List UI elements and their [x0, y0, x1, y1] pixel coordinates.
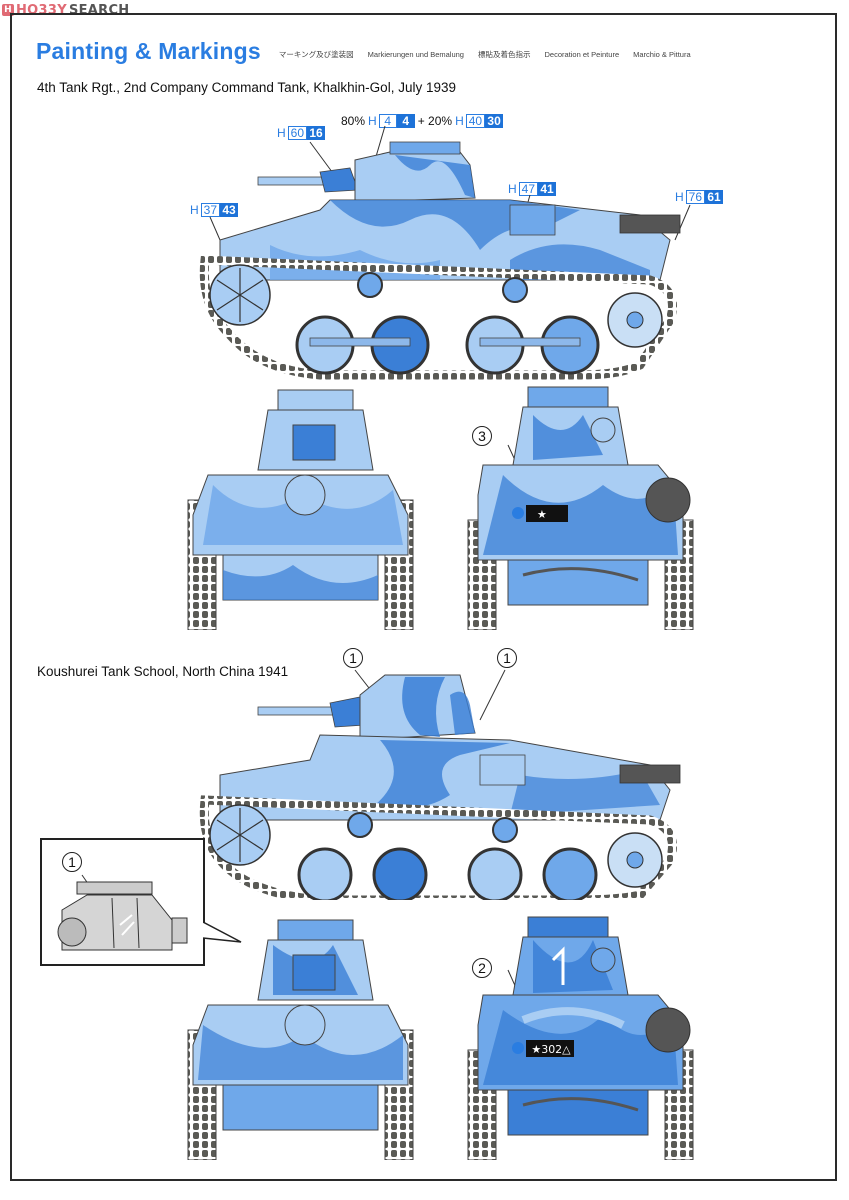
hobby-color-code: 4 [378, 114, 397, 128]
subtitle-italian: Marchio & Pittura [633, 49, 691, 59]
translated-titles: マーキング及び塗装図 Markierungen und Bemalung 標貼及… [279, 43, 691, 60]
hobby-color-code: 40 [465, 114, 486, 128]
rear-plate-star: ★ [537, 508, 547, 521]
page-frame [10, 13, 837, 1181]
color-ref-gun-mantlet: H 60 16 [277, 126, 326, 140]
tank-side-view-scheme1 [199, 125, 691, 380]
scheme2-caption: Koushurei Tank School, North China 1941 [37, 664, 289, 679]
tank-rear-view-scheme1: ★ [467, 386, 694, 630]
subtitle-french: Decoration et Peinture [544, 49, 620, 59]
subtitle-chinese: 標貼及着色指示 [477, 49, 531, 59]
mr-color-code: 4 [396, 114, 415, 128]
callout-1-turret-rear: 1 [497, 648, 517, 668]
inset-pointer [203, 921, 242, 943]
page-title: Painting & Markings [36, 37, 261, 64]
callout-1-turret-front: 1 [343, 648, 363, 668]
callout-3: 3 [472, 426, 492, 446]
subtitle-german: Markierungen und Bemalung [367, 49, 464, 59]
tank-rear-view-scheme2 [467, 916, 694, 1160]
color-ref-engine-deck: H 47 41 [508, 182, 557, 196]
color-ref-exhaust: H 76 61 [675, 190, 724, 204]
turret-detail-drawing [57, 874, 188, 951]
scheme1-caption: 4th Tank Rgt., 2nd Company Command Tank,… [37, 80, 456, 95]
callout-1-inset: 1 [62, 852, 82, 872]
mr-color-code: 30 [485, 114, 504, 128]
rear-plate-number-302: ★302△ [531, 1043, 571, 1056]
page-header: Painting & Markings マーキング及び塗装図 Markierun… [36, 34, 816, 68]
tank-side-view-scheme2 [199, 669, 681, 900]
callout-2: 2 [472, 958, 492, 978]
tank-front-view-scheme1 [187, 389, 414, 630]
color-ref-track-guard: H 37 43 [190, 203, 239, 217]
subtitle-japanese: マーキング及び塗装図 [278, 49, 354, 59]
tank-front-view-scheme2 [187, 919, 414, 1160]
color-ref-turret-mix: 80% H 4 4 + 20% H 40 30 [341, 114, 504, 128]
